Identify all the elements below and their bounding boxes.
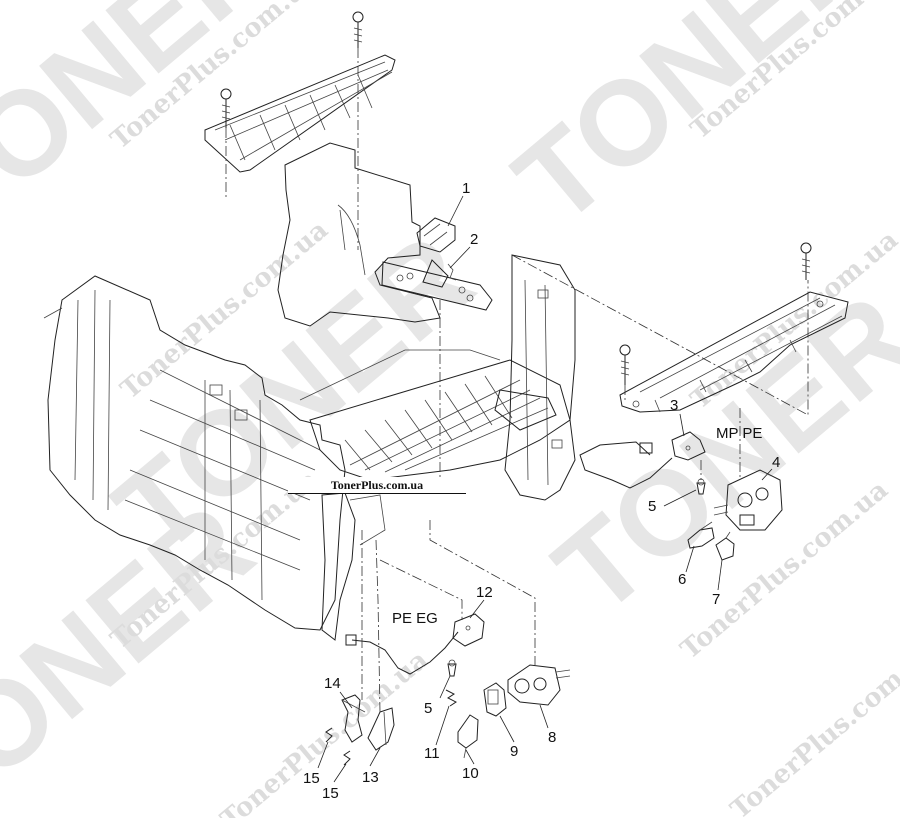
- callout-labels: 1 2 3 4 5 6 7 8 9 10 11 12 5 13 14 15 15…: [303, 180, 780, 802]
- part-5-screw-lower: [447, 659, 457, 677]
- label-pe-eg: PE EG: [392, 610, 438, 627]
- part-1-cover: [416, 217, 456, 253]
- part-6-actuator-shaft: [687, 521, 715, 549]
- callout-5-upper: 5: [648, 498, 656, 515]
- callout-3: 3: [670, 397, 678, 414]
- callout-2: 2: [470, 231, 478, 248]
- part-12-sensor-bracket: [452, 613, 485, 647]
- center-paper-guide: [299, 349, 571, 481]
- part-15-spring-lower: [343, 750, 351, 766]
- part-9-actuator-holder: [483, 682, 507, 717]
- side-frame-plate: [277, 142, 493, 327]
- assembly-lines: [225, 48, 809, 713]
- right-upper-rail: [619, 291, 849, 413]
- part-11-spring: [445, 689, 457, 707]
- part-14-lever: [341, 694, 366, 743]
- mp-sensor-cable: [579, 441, 673, 489]
- callout-13: 13: [362, 769, 379, 786]
- part-8-sensor-unit: [507, 664, 571, 706]
- callout-15-upper: 15: [303, 770, 320, 787]
- part-13-lever: [367, 707, 395, 751]
- part-4-mp-sensor-unit: [713, 469, 783, 531]
- callout-12: 12: [476, 584, 493, 601]
- callout-6: 6: [678, 571, 686, 588]
- screw-right-1: [800, 242, 812, 280]
- part-15-spring-upper: [325, 727, 333, 743]
- main-frame-left: [43, 275, 346, 631]
- screw-top-2: [220, 88, 232, 128]
- part-3-mp-sensor-bracket: [671, 431, 706, 461]
- leader-lines: [317, 195, 773, 783]
- callout-5-lower: 5: [424, 700, 432, 717]
- lower-left-guide: [321, 492, 386, 641]
- main-frame-right: [494, 254, 576, 501]
- callout-4: 4: [772, 454, 780, 471]
- callout-10: 10: [462, 765, 479, 782]
- label-mp-pe: MP PE: [716, 425, 762, 442]
- callout-1: 1: [462, 180, 470, 197]
- part-7-actuator-lever: [715, 531, 735, 561]
- site-caption: TonerPlus.com.ua: [288, 477, 466, 494]
- part-10-actuator: [457, 714, 479, 759]
- pe-eg-sensor-cable: [345, 631, 459, 675]
- screw-right-2: [619, 344, 631, 385]
- callout-9: 9: [510, 743, 518, 760]
- top-guide-plate: [204, 54, 396, 173]
- callout-11: 11: [424, 745, 440, 762]
- callout-7: 7: [712, 591, 720, 608]
- callout-14: 14: [324, 675, 341, 692]
- watermark-toner: TONER: [531, 269, 900, 640]
- callout-8: 8: [548, 729, 556, 746]
- watermark-site: TonerPlus.com.ua: [725, 635, 900, 818]
- callout-15-lower: 15: [322, 785, 339, 802]
- screw-top-1: [352, 11, 364, 48]
